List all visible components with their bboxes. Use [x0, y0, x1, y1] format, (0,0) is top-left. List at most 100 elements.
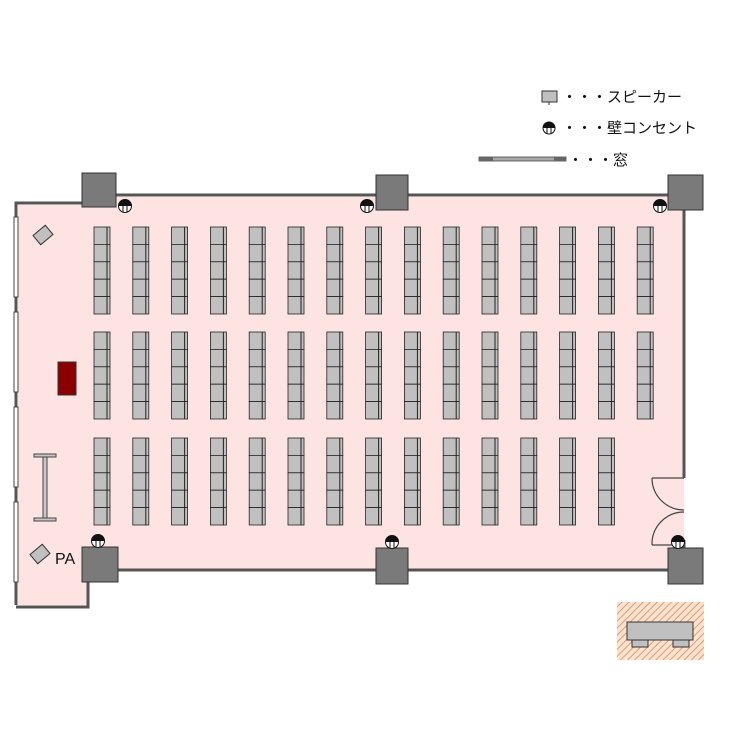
chair-group [209, 226, 227, 315]
chair [442, 507, 460, 526]
chair [248, 296, 266, 315]
chair [171, 437, 189, 456]
chair [171, 507, 189, 526]
chair [326, 296, 344, 315]
chair [132, 331, 150, 350]
chair [442, 454, 460, 474]
chair [132, 507, 150, 526]
chair [481, 348, 499, 368]
chair [132, 454, 150, 474]
chair [442, 472, 460, 491]
chair [559, 507, 576, 526]
chair [403, 454, 421, 474]
chair [481, 507, 499, 526]
chair [132, 472, 150, 491]
chair [520, 383, 538, 403]
chair [365, 507, 383, 526]
wall-outlet-icon [671, 535, 685, 549]
chair [598, 261, 615, 280]
chair [248, 366, 266, 385]
chair [248, 243, 266, 263]
chair [209, 331, 227, 350]
chair [326, 261, 344, 280]
chair [442, 401, 460, 420]
chair [559, 472, 576, 491]
chair [248, 331, 266, 350]
chair [481, 366, 499, 385]
chair [559, 454, 576, 474]
left-windows [13, 216, 19, 583]
chair [365, 366, 383, 385]
chair [636, 383, 654, 403]
chair [209, 507, 227, 526]
chair [287, 454, 305, 474]
chair [209, 383, 227, 403]
chair [481, 489, 499, 509]
chair [248, 401, 266, 420]
chair [403, 507, 421, 526]
chair [559, 437, 576, 456]
whiteboard-stand [33, 453, 57, 522]
chair [132, 261, 150, 280]
chair [481, 278, 499, 298]
chair [598, 437, 615, 456]
chair [93, 401, 111, 420]
wall-outlet-icon [653, 199, 667, 213]
room-floor [18, 197, 684, 605]
chair-group [559, 226, 576, 315]
chair [520, 489, 538, 509]
chair-group [598, 226, 615, 315]
chair [93, 261, 111, 280]
chair-group [209, 331, 227, 420]
chair [171, 489, 189, 509]
chair [598, 296, 615, 315]
chair [481, 331, 499, 350]
chair [598, 366, 615, 385]
chair [403, 243, 421, 263]
chair [132, 243, 150, 263]
chair [209, 243, 227, 263]
chair [365, 401, 383, 420]
chair [171, 296, 189, 315]
chair-group [248, 226, 266, 315]
chair [248, 472, 266, 491]
chair [365, 243, 383, 263]
speaker-icon [32, 224, 54, 246]
chair [636, 261, 654, 280]
chair [248, 454, 266, 474]
chair [520, 331, 538, 350]
chair [403, 383, 421, 403]
chair [248, 226, 266, 245]
chair [520, 507, 538, 526]
chair [442, 489, 460, 509]
chair [403, 261, 421, 280]
chair [209, 366, 227, 385]
chair-group [365, 226, 383, 315]
double-door [651, 477, 685, 546]
chair [171, 348, 189, 368]
chair [326, 507, 344, 526]
chair [442, 366, 460, 385]
chair [132, 278, 150, 298]
chair [442, 331, 460, 350]
chair [248, 261, 266, 280]
chair [132, 296, 150, 315]
chair [636, 366, 654, 385]
chair-group [248, 437, 266, 526]
chair-group [481, 331, 499, 420]
chair [365, 278, 383, 298]
wall-outlet-icon [360, 199, 374, 213]
wall-outlet-icon [91, 534, 105, 548]
chair [132, 489, 150, 509]
chair [403, 348, 421, 368]
chair-group [403, 331, 421, 420]
chair-group [171, 437, 189, 526]
chair [559, 278, 576, 298]
chair [209, 278, 227, 298]
chair-group [132, 331, 150, 420]
chair-group [287, 437, 305, 526]
chair-group [559, 331, 576, 420]
chair [636, 278, 654, 298]
chair [520, 226, 538, 245]
chair [365, 348, 383, 368]
